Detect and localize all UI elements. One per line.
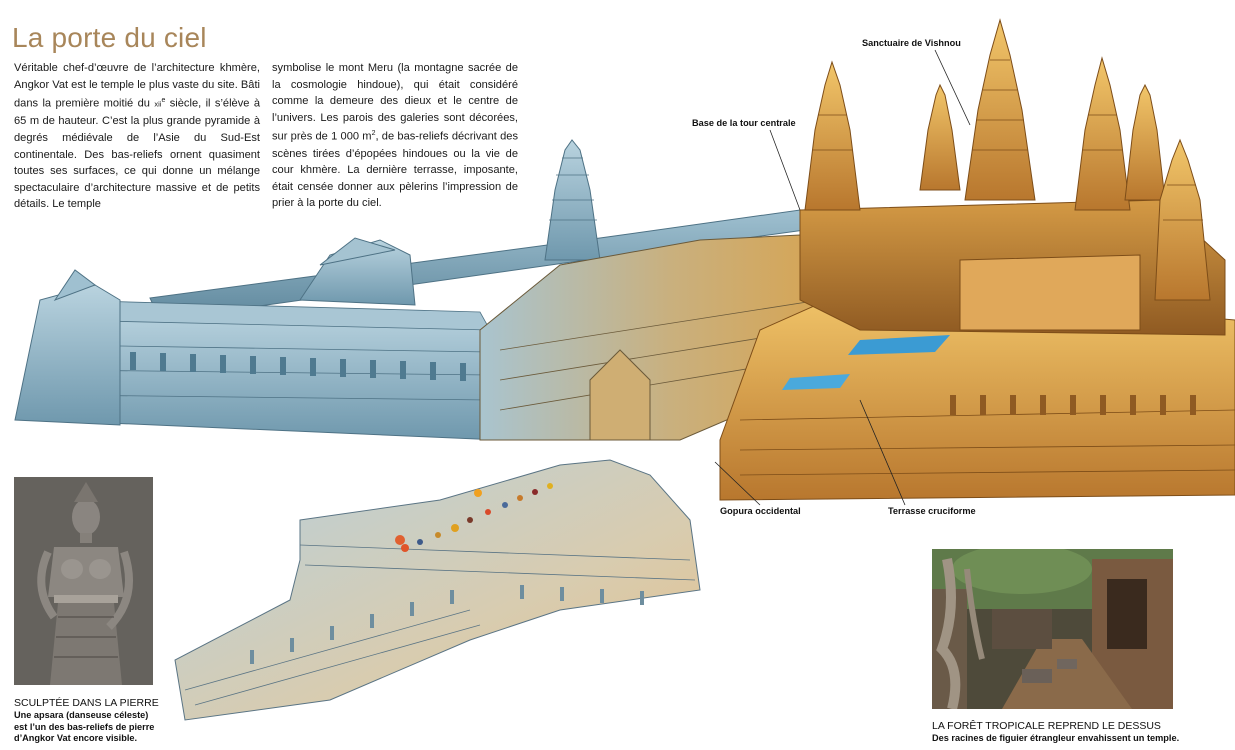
label-sanctuaire: Sanctuaire de Vishnou: [862, 38, 961, 48]
pool: [848, 335, 950, 355]
right-caption-title: LA FORÊT TROPICALE REPREND LE DESSUS: [932, 720, 1161, 732]
jungle-temple-photo: [932, 549, 1173, 709]
intro-column-2: symbolise le mont Meru (la montagne sacr…: [272, 62, 519, 210]
label-terrasse: Terrasse cruciforme: [888, 506, 976, 516]
apsara-photo: [14, 477, 153, 685]
page-title: La porte du ciel: [12, 22, 207, 53]
label-base-tour: Base de la tour centrale: [692, 118, 796, 128]
cruciform-terrace: [174, 459, 701, 721]
label-gopura: Gopura occidental: [720, 506, 801, 516]
left-caption-body: Une apsara (danseuse céleste) est l’un d…: [14, 710, 155, 743]
intro-column-1: Véritable chef-d’œuvre de l’architecture…: [14, 62, 261, 211]
central-tower: [964, 18, 1036, 201]
left-caption-title: SCULPTÉE DANS LA PIERRE: [14, 697, 159, 709]
right-caption-body: Des racines de figuier étrangleur envahi…: [932, 733, 1180, 743]
pilgrims: [395, 483, 553, 552]
